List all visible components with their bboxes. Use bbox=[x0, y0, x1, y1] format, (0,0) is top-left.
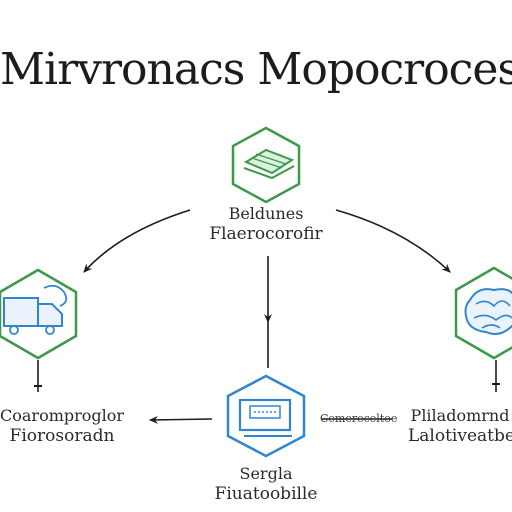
edge-bottom-right-label: Cemereceltoe bbox=[320, 412, 398, 425]
arrow-top-to-left bbox=[83, 209, 191, 273]
node-left bbox=[0, 268, 78, 360]
node-right bbox=[454, 266, 512, 360]
brain-icon bbox=[464, 288, 512, 335]
delivery-truck-icon bbox=[3, 284, 68, 335]
arrow-top-to-right bbox=[335, 209, 451, 273]
node-top-line2: Flaerocorofir bbox=[209, 224, 323, 244]
terminal-window-icon bbox=[238, 398, 292, 437]
node-bottom-line1: Sergla bbox=[239, 464, 293, 483]
node-bottom bbox=[226, 374, 306, 458]
node-left-line2: Fiorosoradn bbox=[9, 426, 115, 446]
node-top-label: Beldunes Flaerocorofir bbox=[196, 204, 336, 245]
diagram-title: Mirvronacs Mopocroces bbox=[0, 44, 512, 95]
node-right-line1: Pliladomrnd bbox=[410, 406, 510, 425]
node-top-line1: Beldunes bbox=[228, 204, 304, 223]
node-top bbox=[231, 126, 301, 204]
arrow-bottom-to-left bbox=[149, 415, 213, 424]
node-right-label: Pliladomrnd Lalotiveatbe bbox=[408, 406, 512, 447]
node-bottom-line2: Fiuatoobille bbox=[214, 484, 318, 504]
node-right-line2: Lalotiveatbe bbox=[408, 426, 512, 446]
tray-stack-icon bbox=[243, 148, 295, 180]
node-bottom-label: Sergla Fiuatoobille bbox=[196, 464, 336, 505]
node-left-label: Coaromproglor Fiorosoradn bbox=[0, 406, 124, 447]
node-left-line1: Coaromproglor bbox=[0, 406, 125, 425]
